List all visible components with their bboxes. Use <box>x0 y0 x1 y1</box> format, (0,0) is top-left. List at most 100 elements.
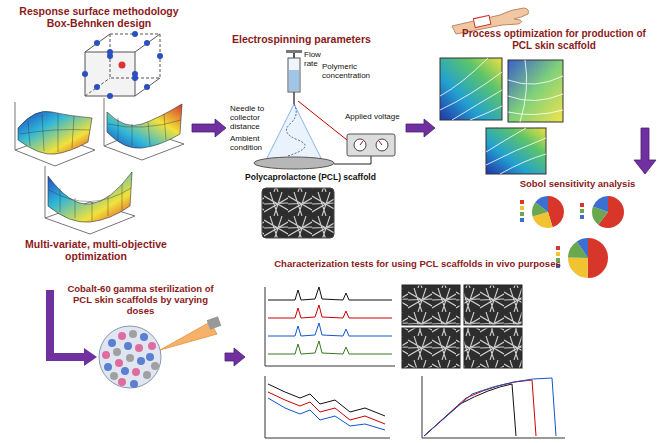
box-behnken-cube <box>144 40 150 46</box>
stress-strain-plot <box>424 384 516 436</box>
stage-title: Response surface methodology Box-Behnken… <box>8 5 190 29</box>
stage-panel: Cobalt-60 gamma sterilization of PCL ski… <box>40 280 225 390</box>
box-behnken-cube <box>144 84 150 90</box>
sobol-pie <box>556 246 560 250</box>
electrospinning-setup <box>286 104 305 156</box>
stage-subtitle: Sobol sensitivity analysis <box>505 179 650 190</box>
stage-subtitle: Multi-variate, multi-objective optimizat… <box>5 238 187 262</box>
part-label: Applied voltage <box>345 112 406 121</box>
sobol-pie <box>580 203 616 220</box>
sobol-pie <box>540 204 556 220</box>
box-behnken-cube <box>94 40 100 46</box>
response-surface <box>45 166 46 218</box>
flow-arrow <box>406 119 435 137</box>
sobol-pie <box>578 248 598 268</box>
sobol-pie <box>520 218 524 222</box>
xrd-plot <box>268 305 392 318</box>
sobol-pie <box>580 203 584 207</box>
contour-plot <box>440 58 563 174</box>
response-surface <box>48 172 132 222</box>
scaffold-sphere <box>126 354 134 362</box>
line-plot <box>265 376 390 438</box>
response-surface <box>45 166 135 234</box>
sobol-pie <box>580 209 584 213</box>
response-surface <box>49 184 131 221</box>
part-label: Polycaprolactone (PCL) scaffold <box>228 173 393 183</box>
contour-plot <box>440 58 502 120</box>
sobol-pie <box>600 204 616 220</box>
line-plot <box>268 398 385 430</box>
xrd-plot <box>268 323 392 336</box>
electrospinning-setup <box>289 70 299 91</box>
sobol-pie <box>600 204 616 220</box>
box-behnken-cube <box>82 31 163 99</box>
box-behnken-cube <box>132 31 138 37</box>
part-label: Polymeric concentration <box>322 62 384 80</box>
box-behnken-cube <box>107 93 113 99</box>
box-behnken-cube <box>157 53 163 59</box>
electrospinning-setup <box>266 104 322 160</box>
box-behnken-cube <box>107 53 113 59</box>
scaffold-sphere <box>140 333 148 341</box>
response-surface <box>18 111 92 154</box>
stage-title: Electrospinning parameters <box>232 33 402 45</box>
electrospinning-setup <box>286 50 302 53</box>
sobol-pie <box>540 204 556 220</box>
sobol-pie <box>540 204 556 220</box>
flow-arrow <box>225 348 245 366</box>
flow-arrow <box>634 128 656 174</box>
scaffold-sphere <box>121 367 129 375</box>
response-surface <box>15 102 16 150</box>
electrospinning-setup <box>354 139 366 151</box>
scaffold-sphere <box>151 362 159 370</box>
sobol-pie <box>520 206 524 210</box>
contour-plot <box>486 128 546 174</box>
electrospinning-setup <box>376 139 388 151</box>
sobol-pie <box>520 212 524 216</box>
sem-images <box>402 328 460 368</box>
sobol-pie <box>578 248 598 268</box>
electrospinning-setup <box>254 157 334 169</box>
xrd-plot <box>268 341 392 354</box>
xrd-plot <box>268 287 392 300</box>
sobol-pie <box>540 204 556 220</box>
sobol-pie <box>556 246 598 268</box>
stage-title: Process optimization for production of P… <box>455 28 653 51</box>
scaffold-sphere <box>130 380 138 388</box>
scaffold-sphere <box>99 326 161 388</box>
sobol-pie <box>600 204 616 220</box>
scaffold-sphere <box>102 351 110 359</box>
box-behnken-cube <box>85 78 110 96</box>
electrospinning-setup <box>347 134 395 156</box>
flow-arrow <box>406 119 435 137</box>
box-behnken-cube <box>82 71 88 77</box>
stage-title: Cobalt-60 gamma sterilization of PCL ski… <box>58 284 223 317</box>
sobol-pie <box>580 215 584 219</box>
scaffold-sphere <box>143 371 151 379</box>
sobol-pie <box>578 248 598 268</box>
stage-panel: Characterization tests for using PCL sca… <box>245 258 590 442</box>
electrospinning-setup <box>262 188 334 238</box>
electrospinning-setup <box>288 58 300 92</box>
electrospinning-setup <box>379 141 382 145</box>
sem-images <box>402 285 460 325</box>
stage-panel: Response surface methodology Box-Behnken… <box>5 3 192 271</box>
box-behnken-cube <box>110 34 160 78</box>
box-behnken-cube <box>119 62 126 69</box>
scaffold-sphere <box>118 332 126 340</box>
sobol-pie <box>520 200 556 222</box>
response-surface <box>104 98 105 146</box>
box-behnken-cube <box>132 75 138 81</box>
response-surface <box>107 104 182 148</box>
sobol-pie <box>578 248 598 268</box>
contour-plot <box>440 58 502 120</box>
stage-panel: Process optimization for production of P… <box>435 3 655 283</box>
flow-arrow <box>192 119 226 137</box>
stress-strain-plot <box>422 376 565 438</box>
scaffold-sphere <box>129 330 137 338</box>
scaffold-sphere <box>124 342 132 350</box>
electrospinning-setup <box>298 101 347 140</box>
scaffold-sphere <box>108 339 116 347</box>
sem-images <box>464 328 522 368</box>
